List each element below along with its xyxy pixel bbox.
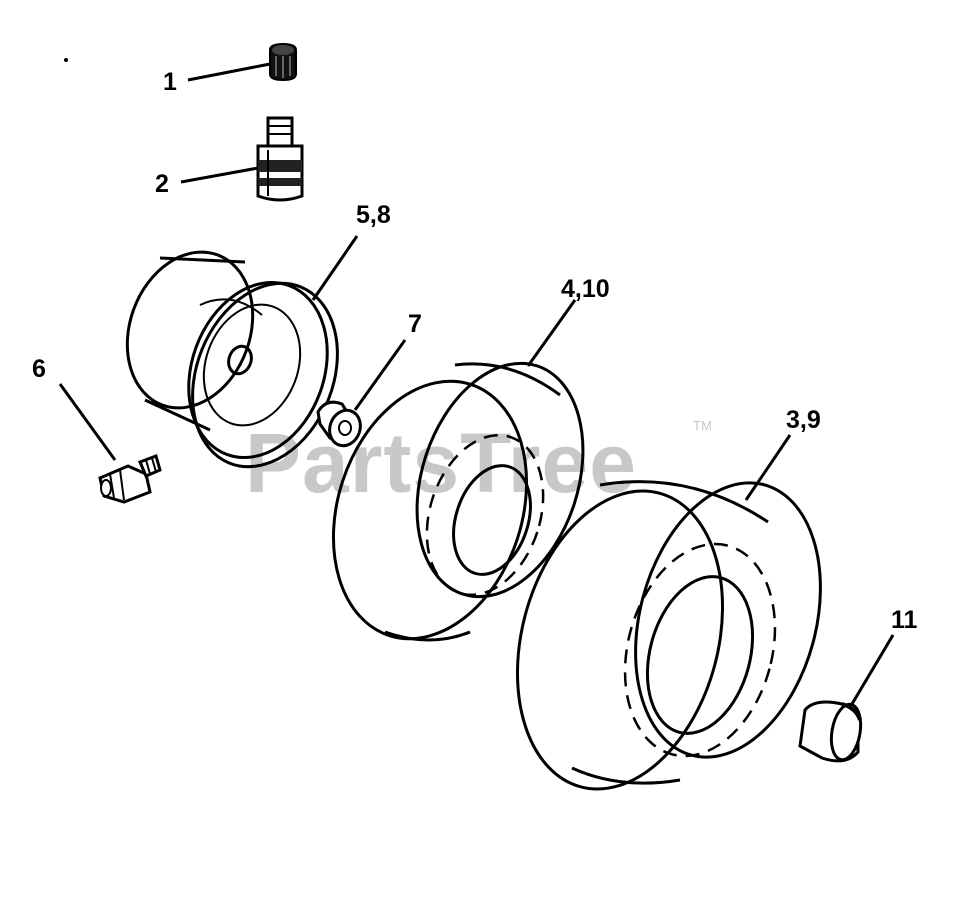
leader-7 [353,339,407,411]
rear-tire[interactable] [486,462,849,812]
hub-cap[interactable] [798,700,865,763]
wheel-bearing[interactable] [316,400,365,450]
callout-11: 11 [891,606,918,634]
o-ring[interactable] [166,261,363,488]
leader-2 [180,166,259,184]
watermark-trademark: TM [693,418,712,433]
wheel-rim[interactable] [106,234,351,477]
leader-5-8 [311,235,359,301]
leader-11 [850,634,895,705]
callout-7: 7 [408,310,422,338]
valve-stem[interactable] [256,116,304,202]
valve-cap[interactable] [269,42,297,82]
callout-2: 2 [155,170,169,198]
leader-4-10 [526,299,577,367]
front-tire[interactable] [302,342,612,664]
leader-1 [187,62,271,82]
lug-bolt[interactable] [98,454,162,504]
leader-3-9 [744,434,792,501]
speck [64,58,68,62]
callout-1: 1 [163,68,177,96]
callout-3-9: 3,9 [786,406,821,434]
callout-6: 6 [32,355,46,383]
callout-4-10: 4,10 [561,275,610,303]
leader-6 [58,383,117,461]
callout-5-8: 5,8 [356,201,391,229]
